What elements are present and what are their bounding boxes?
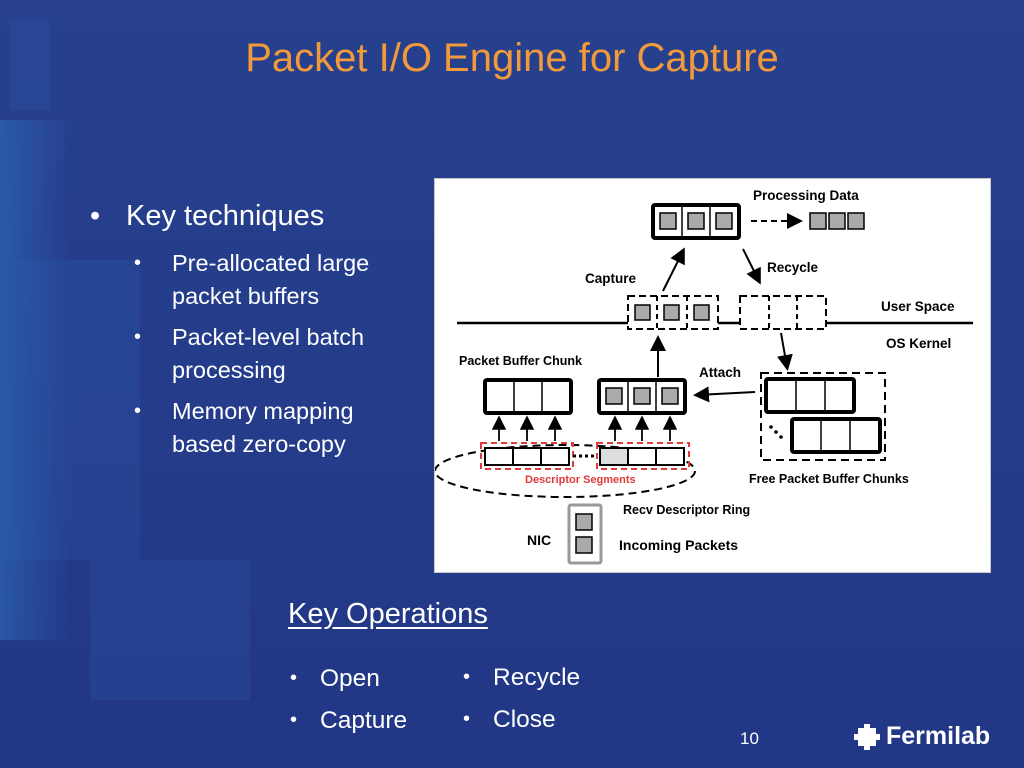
operation-capture: Capture bbox=[290, 707, 407, 735]
background-decoration bbox=[0, 20, 250, 700]
label-descriptor-segments: Descriptor Segments bbox=[525, 474, 636, 486]
packet-io-diagram: Processing Data Recycle Capture bbox=[434, 178, 991, 573]
mapped-buffer-capture bbox=[627, 295, 719, 330]
label-recycle: Recycle bbox=[767, 260, 819, 275]
fermilab-logo-icon bbox=[854, 723, 880, 750]
bullet-item-2: Packet-level batch processing bbox=[134, 321, 422, 387]
label-os-kernel: OS Kernel bbox=[886, 336, 951, 351]
technique-bullets: Key techniques Pre-allocated large packe… bbox=[88, 200, 428, 469]
free-buffer-chunks-region bbox=[760, 372, 886, 461]
mapped-buffer-recycle bbox=[739, 295, 827, 330]
label-recv-descriptor-ring: Recv Descriptor Ring bbox=[623, 503, 750, 517]
nic-device bbox=[567, 503, 603, 565]
label-capture: Capture bbox=[585, 271, 636, 286]
descriptor-to-buffer-arrows bbox=[491, 415, 678, 441]
user-buffer-chunk bbox=[651, 203, 741, 240]
label-incoming-packets: Incoming Packets bbox=[619, 537, 738, 553]
fermilab-logo-text: Fermilab bbox=[886, 722, 991, 750]
label-free-packet-buffer-chunks: Free Packet Buffer Chunks bbox=[749, 472, 909, 486]
bullet-key-techniques: Key techniques bbox=[90, 200, 428, 233]
bullet-item-1: Pre-allocated large packet buffers bbox=[134, 247, 422, 313]
key-operations-title: Key Operations bbox=[288, 598, 488, 630]
fermilab-logo: Fermilab bbox=[854, 722, 990, 751]
label-user-space: User Space bbox=[881, 299, 955, 314]
operation-recycle: Recycle bbox=[463, 664, 580, 692]
processed-packets bbox=[809, 212, 865, 230]
slide-title: Packet I/O Engine for Capture bbox=[245, 36, 779, 80]
label-processing-data: Processing Data bbox=[753, 188, 859, 203]
operation-open: Open bbox=[290, 665, 380, 693]
operation-close: Close bbox=[463, 706, 555, 734]
packet-buffer-chunk-filled bbox=[597, 378, 687, 415]
label-attach: Attach bbox=[699, 365, 741, 380]
recv-descriptor-ring bbox=[435, 444, 696, 498]
page-number: 10 bbox=[740, 729, 759, 748]
label-packet-buffer-chunk: Packet Buffer Chunk bbox=[459, 354, 582, 368]
label-nic: NIC bbox=[527, 532, 551, 548]
packet-buffer-chunk-empty bbox=[483, 378, 573, 415]
descriptor-segments bbox=[480, 442, 690, 470]
bullet-item-3: Memory mapping based zero-copy bbox=[134, 395, 422, 461]
